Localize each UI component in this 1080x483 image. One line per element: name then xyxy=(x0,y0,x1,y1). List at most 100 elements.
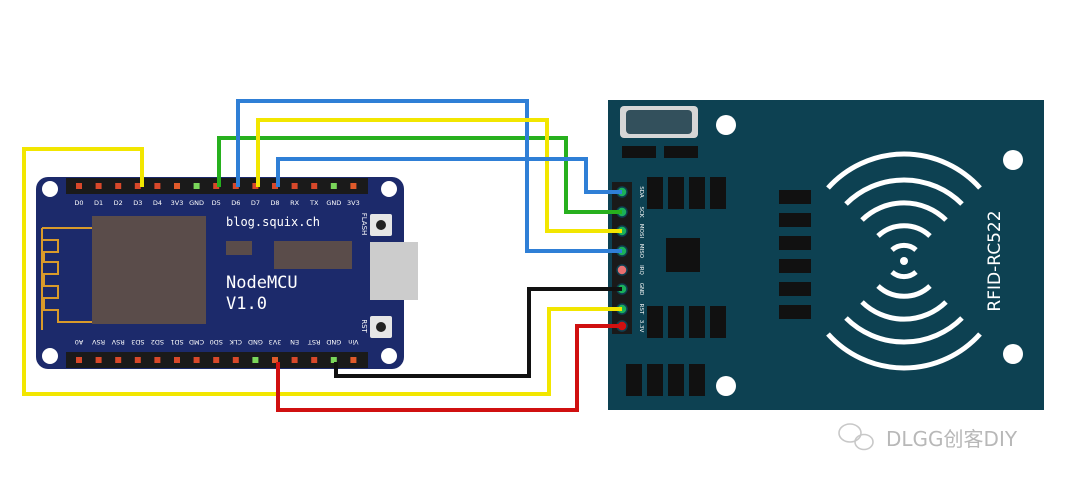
pin-d7 xyxy=(252,183,259,189)
pin-gnd xyxy=(193,183,200,189)
smd-components xyxy=(622,146,811,396)
pin-tx xyxy=(311,183,318,189)
rfid-pin-label: SCK xyxy=(638,207,644,218)
pin-sd0 xyxy=(213,357,220,363)
pin-3v3 xyxy=(174,183,180,189)
crystal-top xyxy=(626,110,692,134)
pin-label: D3 xyxy=(133,199,142,207)
wire-yellow-mosi xyxy=(256,118,622,233)
pin-d4 xyxy=(154,183,161,189)
rfid-pin-header xyxy=(612,182,632,334)
rfid-module-label: RFID-RC522 xyxy=(985,210,1005,311)
mount-hole xyxy=(381,181,397,197)
rfid-pin-label: GND xyxy=(638,283,644,296)
pin-label: 3V3 xyxy=(347,199,360,207)
pin-label: GND xyxy=(248,338,263,346)
pin-label: GND xyxy=(326,199,341,207)
pin-clk xyxy=(232,357,239,363)
pin-label: D6 xyxy=(231,199,240,207)
pin-label: A0 xyxy=(75,338,84,346)
wire-red-power xyxy=(276,324,622,412)
pin-sd1 xyxy=(174,357,180,363)
pin-d8 xyxy=(272,183,278,189)
pin-rsv xyxy=(95,357,102,363)
rfid-pin-label: SDA xyxy=(638,186,644,198)
chip-small xyxy=(226,241,252,255)
pin-label: RSV xyxy=(92,338,106,346)
watermark-text: DLGG创客DIY xyxy=(886,427,1018,451)
pin-label: GND xyxy=(189,199,204,207)
pin-label: 3V3 xyxy=(171,199,184,207)
mount-hole xyxy=(716,115,736,135)
pin-d5 xyxy=(213,183,220,189)
pin-label: SD2 xyxy=(151,338,164,346)
board-model-name: NodeMCU xyxy=(226,273,298,293)
rfid-pin-label: 3.3V xyxy=(638,320,644,333)
wire-blue-sda xyxy=(276,157,622,194)
board-model-version: V1.0 xyxy=(226,294,267,314)
pin-sd3 xyxy=(134,357,141,363)
mount-hole xyxy=(716,376,736,396)
mount-hole xyxy=(381,348,397,364)
rst-button-cap xyxy=(376,322,386,332)
pin-vin xyxy=(350,357,357,363)
pin-label: EN xyxy=(290,338,299,346)
pin-label: D2 xyxy=(114,199,123,207)
rst-label: RST xyxy=(360,319,368,333)
pin-d0 xyxy=(76,183,82,189)
pin-label: D8 xyxy=(270,199,279,207)
pin-label: Vin xyxy=(348,338,358,346)
rfid-pin-label: RST xyxy=(638,304,644,315)
pin-label: SD1 xyxy=(170,338,183,346)
wire-blue-miso xyxy=(236,99,622,253)
pin-cmd xyxy=(193,357,200,363)
pin-label: D5 xyxy=(212,199,221,207)
wechat-icon xyxy=(838,423,874,451)
pin-rsv xyxy=(115,357,122,363)
pin-3v3 xyxy=(350,183,357,189)
pin-label: D7 xyxy=(251,199,260,207)
rfid-pin-label: MOSI xyxy=(638,224,644,239)
pin-en xyxy=(291,357,298,363)
pin-rst xyxy=(311,357,318,363)
pin-label: SD0 xyxy=(210,338,223,346)
pin-label: D4 xyxy=(153,199,162,207)
watermark: DLGG创客DIY xyxy=(838,423,1018,451)
pin-gnd xyxy=(330,357,337,363)
pin-label: D0 xyxy=(74,199,83,207)
pin-label: SD3 xyxy=(131,338,144,346)
antenna-trace xyxy=(41,227,92,330)
esp-module-shield xyxy=(92,216,206,324)
wire-green-sck xyxy=(217,136,622,214)
pin-d1 xyxy=(95,183,102,189)
rfid-pin-label: MISO xyxy=(638,244,644,259)
pin-gnd xyxy=(330,183,337,189)
usb-connector xyxy=(370,242,418,300)
pin-label: RSV xyxy=(111,338,125,346)
pin-3v3 xyxy=(272,357,278,363)
chip-large xyxy=(274,241,352,269)
pin-d6 xyxy=(232,183,239,189)
pin-label: D1 xyxy=(94,199,103,207)
rfid-wave-center xyxy=(900,257,908,265)
pin-label: RST xyxy=(308,338,321,346)
pin-a0 xyxy=(76,357,82,363)
pin-d2 xyxy=(115,183,122,189)
pin-label: CLK xyxy=(229,338,242,346)
pin-rx xyxy=(291,183,298,189)
pin-label: GND xyxy=(326,338,341,346)
mount-hole xyxy=(1003,344,1023,364)
top-pin-row xyxy=(76,183,357,189)
wire-yellow-power xyxy=(22,147,622,396)
wires xyxy=(22,99,622,412)
pin-d3 xyxy=(134,183,141,189)
flash-button-cap xyxy=(376,220,386,230)
board-url: blog.squix.ch xyxy=(226,215,320,229)
wire-black-gnd xyxy=(334,287,622,378)
